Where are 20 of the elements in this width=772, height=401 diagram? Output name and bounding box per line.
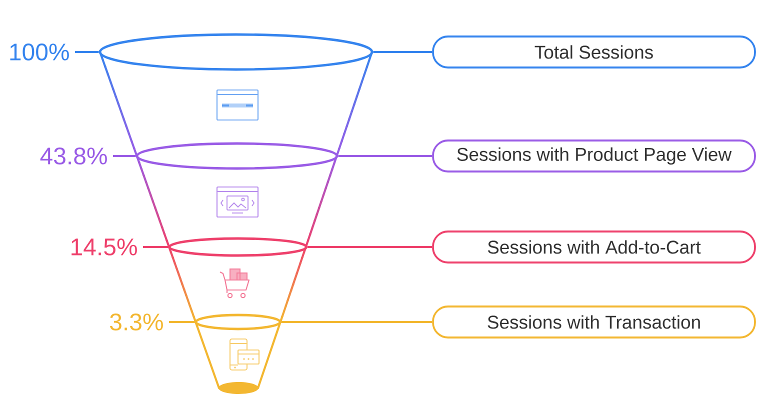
funnel-ring bbox=[168, 237, 308, 257]
funnel-ring bbox=[136, 142, 338, 170]
connector-line bbox=[281, 321, 432, 323]
connector-line bbox=[308, 246, 432, 248]
connector-line bbox=[113, 155, 136, 157]
stage-pill: Sessions with Transaction bbox=[432, 306, 756, 338]
percentage-label: 43.8% bbox=[40, 148, 107, 164]
funnel-ring bbox=[194, 314, 282, 330]
connector-line bbox=[338, 155, 432, 157]
connector-line bbox=[143, 246, 168, 248]
stage-pill: Total Sessions bbox=[432, 36, 756, 68]
connector-line bbox=[169, 321, 195, 323]
percentage-label: 3.3% bbox=[110, 314, 163, 330]
percentage-label: 100% bbox=[10, 44, 69, 60]
stage-pill: Sessions with Add-to-Cart bbox=[432, 230, 756, 264]
connector-line bbox=[373, 51, 432, 53]
stage-pill: Sessions with Product Page View bbox=[432, 140, 756, 172]
funnel-ring bbox=[98, 33, 374, 71]
connector-line bbox=[75, 51, 99, 53]
percentage-label: 14.5% bbox=[72, 238, 137, 256]
